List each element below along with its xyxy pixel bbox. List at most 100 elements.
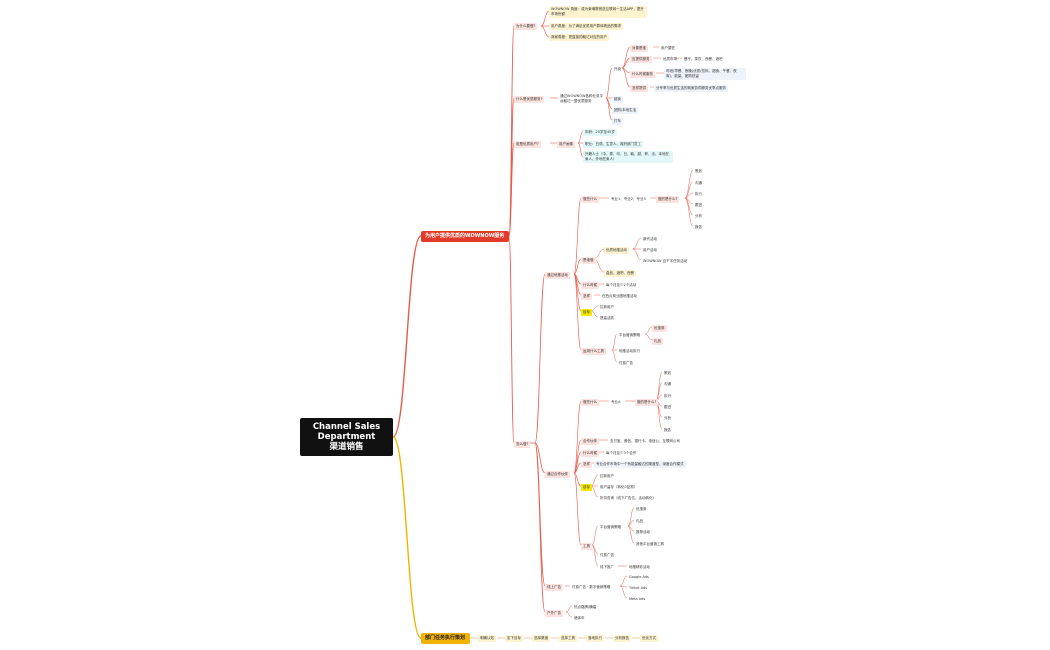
coop-tools-more-1[interactable]: 付费广告 [600,553,614,557]
online-item-3[interactable]: Meta Ads [629,597,646,601]
offline-tool-2[interactable]: 礼品 [652,338,663,345]
offline-step-4[interactable]: 跟进 [695,203,702,207]
coop-tools[interactable]: 工具 [581,543,592,550]
what-other-2[interactable]: 团购/本地生活 [612,107,639,114]
offline-team-item-2[interactable]: 用户活动 [643,248,657,252]
offline-step-1[interactable]: 策划 [695,169,702,173]
coop-target-3[interactable]: 折扣查询（线下广告位、活动转化） [600,496,656,500]
offline-target[interactable]: 目标 [581,309,592,316]
what-node[interactable]: 什么是优质服务? [514,96,545,103]
coop-tool-4[interactable]: 其他平台营销工具 [636,542,664,546]
why-item-3[interactable]: 商家角度：更直接的触达对应的用户 [549,34,609,41]
outdoor-item-2[interactable]: 墙体车 [574,616,585,620]
exec-step-5[interactable]: 落地执行 [586,635,604,642]
coop-target[interactable]: 目标 [581,484,592,491]
why-node[interactable]: 为什么要做? [514,23,538,30]
offline-tools-more-1[interactable]: 地推活动执行 [619,349,640,353]
coop-partners-val[interactable]: 支付宝、微信、银行卡、电信公、互联网公司 [610,439,680,443]
what-other-3[interactable]: 打车 [612,118,623,125]
offline-what[interactable]: 做些什么 [581,196,599,203]
coop-tools-more-val[interactable]: 地推精彩活动 [629,565,650,569]
why-item-1[interactable]: WOWNOW 角度：成为柬埔寨首选互联网一生活APP，提升市场份额 [549,6,647,18]
coop-step-3[interactable]: 执行 [664,394,671,398]
what-target-4[interactable]: 怎样提供 [630,85,648,92]
what-other-1[interactable]: 超卖 [612,96,623,103]
offline-tools-more-2[interactable]: 付费广告 [619,361,633,365]
what-target-val-4[interactable]: 分专享与优质生活的商家协同服务优享点服务 [654,85,728,92]
what-quality-children[interactable]: 餐厅、茶饮、西餐、酒吧 [684,57,723,61]
offline-tools-sub[interactable]: 平台营销策略 [619,333,640,337]
exec-step-3[interactable]: 选择渠道 [532,635,550,642]
coop-step-4[interactable]: 跟进 [664,405,671,409]
what-target-2[interactable]: 应提供服务 [630,56,652,63]
coop-step-6[interactable]: 报告 [664,428,671,432]
coop-tools-more-2[interactable]: 线下推广 [600,565,614,569]
what-waimai[interactable]: 外卖 [614,67,621,71]
who-item-2[interactable]: 职业：白领、生意人、政府部门员工 [583,141,643,148]
who-node[interactable]: 谁是优质用户? [514,141,541,148]
offline-node[interactable]: 通过地推活动 [545,272,570,279]
offline-team[interactable]: 是谁做 [581,257,596,264]
offline-step-2[interactable]: 沟通 [695,181,702,185]
offline-team-sub[interactable]: 优质地推活动 [604,247,629,254]
offline-what-sub2[interactable]: 做的是什么? [656,196,680,203]
coop-partners[interactable]: 合作伙伴 [581,438,599,445]
exec-step-7[interactable]: 优化方式 [640,635,658,642]
what-sub[interactable]: 通过WOWNOW各种业务平台触达一整优质服务 [560,94,604,103]
coop-tool-2[interactable]: 礼品 [636,519,643,523]
offline-team-sub2[interactable]: 盒品、酒吧、西餐 [604,270,636,277]
how-node[interactable]: 怎么做? [514,441,531,448]
coop-tools-sub[interactable]: 平台营销策略 [600,525,621,529]
coop-what[interactable]: 做些什么 [581,399,599,406]
exec-step-6[interactable]: 分析报告 [613,635,631,642]
offline-where-val[interactable]: 在西点商业圈地推活动 [602,294,637,298]
what-target-val-1[interactable]: 用户屋驻 [661,46,675,50]
coop-step-2[interactable]: 沟通 [664,382,671,386]
outdoor-node[interactable]: 户外广告 [545,610,563,617]
what-target-1[interactable]: 对象是谁 [630,45,648,52]
who-item-3[interactable]: 外籍人士（中、泰、印、日、韩、越、菲、法、本地在柬人、外地在柬人） [583,151,673,163]
offline-tools[interactable]: 运用什么工具 [581,348,606,355]
offline-tool-1[interactable]: 优惠券 [652,325,667,332]
what-target-3[interactable]: 什么时候服务 [630,71,655,78]
online-item-1[interactable]: Google Ads [629,575,649,579]
online-sub[interactable]: 付费广告 · 数字营销策略 [572,585,611,589]
coop-when-val[interactable]: 每个月至少3个合作 [606,451,637,455]
offline-step-3[interactable]: 执行 [695,192,702,196]
why-item-2[interactable]: 用户角度：为了满足优质用户群体精品的需求 [549,23,623,30]
coop-where[interactable]: 怎样 [581,461,592,468]
exec-step-2[interactable]: 定下目标 [505,635,523,642]
offline-where[interactable]: 怎样 [581,293,592,300]
offline-when-val[interactable]: 每个月至少2个活动 [606,283,637,287]
what-target-val-2[interactable]: 优质市场 [663,57,677,61]
offline-when[interactable]: 什么时候 [581,282,599,289]
coop-step-5[interactable]: 分析 [664,416,671,420]
coop-tool-1[interactable]: 优惠券 [636,507,647,511]
what-target-val-3[interactable]: 时段(早餐、夜晚)优质(饮料、甜食、午餐、夜宵)、能量、团购驻留 [664,68,746,80]
coop-what-sub2[interactable]: 做的是什么? [635,399,659,406]
coop-tool-3[interactable]: 推荐活动 [636,530,650,534]
coop-node[interactable]: 通过合作伙伴 [545,471,570,478]
online-item-2[interactable]: Tiktok Ads [629,586,648,590]
coop-when[interactable]: 什么时候 [581,450,599,457]
offline-step-5[interactable]: 分析 [695,214,702,218]
offline-step-6[interactable]: 报告 [695,225,702,229]
offline-target-2[interactable]: 提高活跃 [600,316,614,320]
offline-team-item-1[interactable]: 新代活动 [643,237,657,241]
coop-target-1[interactable]: 拉新用户 [600,474,614,478]
coop-where-val[interactable]: 专业合作市场中一个有能量触达的渠道型，深度合作模式 [594,461,686,468]
coop-step-1[interactable]: 策划 [664,371,671,375]
who-sub[interactable]: 用户画像 [557,141,575,148]
coop-target-2[interactable]: 用户留存（转化0复购） [600,485,638,489]
outdoor-item-1[interactable]: 热点路牌/横幅 [574,605,597,609]
offline-what-sub[interactable]: 专业1、专业2、专业3 [611,197,646,201]
offline-target-1[interactable]: 拉新用户 [600,305,614,309]
offline-team-item-3[interactable]: WOWNOW 百千字任务活动 [643,259,688,263]
exec-branch-node[interactable]: 部门任务执行策划 [421,633,470,644]
root-node[interactable]: Channel Sales Department 渠道销售 [300,418,393,456]
exec-step-1[interactable]: 明确认知 [478,635,496,642]
coop-what-sub[interactable]: 专业A [611,400,621,404]
online-node[interactable]: 线上广告 [545,584,563,591]
exec-step-4[interactable]: 选择工具 [559,635,577,642]
who-item-1[interactable]: 年龄：25岁至45岁 [583,129,617,136]
